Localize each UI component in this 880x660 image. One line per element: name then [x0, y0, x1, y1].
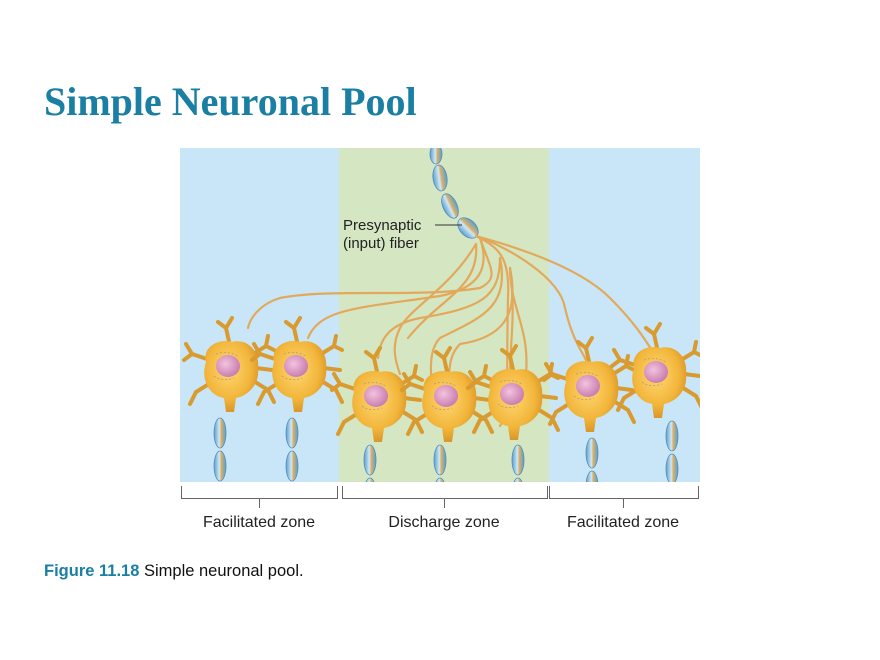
- bracket-tick: [259, 498, 260, 508]
- zone-label-facilitated-right: Facilitated zone: [566, 514, 680, 531]
- zone-brackets: [180, 486, 700, 508]
- bracket-facilitated-right: [549, 486, 699, 499]
- zone-label-facilitated-left: Facilitated zone: [202, 514, 316, 531]
- presynaptic-fiber-label: Presynaptic (input) fiber: [343, 217, 421, 253]
- neuron-3: [330, 346, 424, 482]
- neuronal-pool-figure: Presynaptic (input) fiber: [180, 148, 700, 482]
- neuron-5: [466, 344, 560, 482]
- figure-caption: Figure 11.18 Simple neuronal pool.: [44, 562, 304, 581]
- bracket-tick: [623, 498, 624, 508]
- presynaptic-label-line2: (input) fiber: [343, 235, 419, 252]
- facilitated-zone-left-background: [180, 148, 339, 482]
- caption-text: Simple neuronal pool.: [139, 562, 304, 580]
- presynaptic-fiber-myelin: [429, 148, 479, 239]
- neuron-7: [610, 322, 700, 482]
- page-title: Simple Neuronal Pool: [44, 79, 417, 124]
- bracket-tick: [444, 498, 445, 508]
- figure-number: Figure 11.18: [44, 562, 140, 580]
- presynaptic-label-line1: Presynaptic: [343, 217, 422, 234]
- bracket-discharge: [342, 486, 548, 499]
- zone-label-discharge: Discharge zone: [388, 514, 500, 531]
- neuron-illustration: [182, 148, 700, 482]
